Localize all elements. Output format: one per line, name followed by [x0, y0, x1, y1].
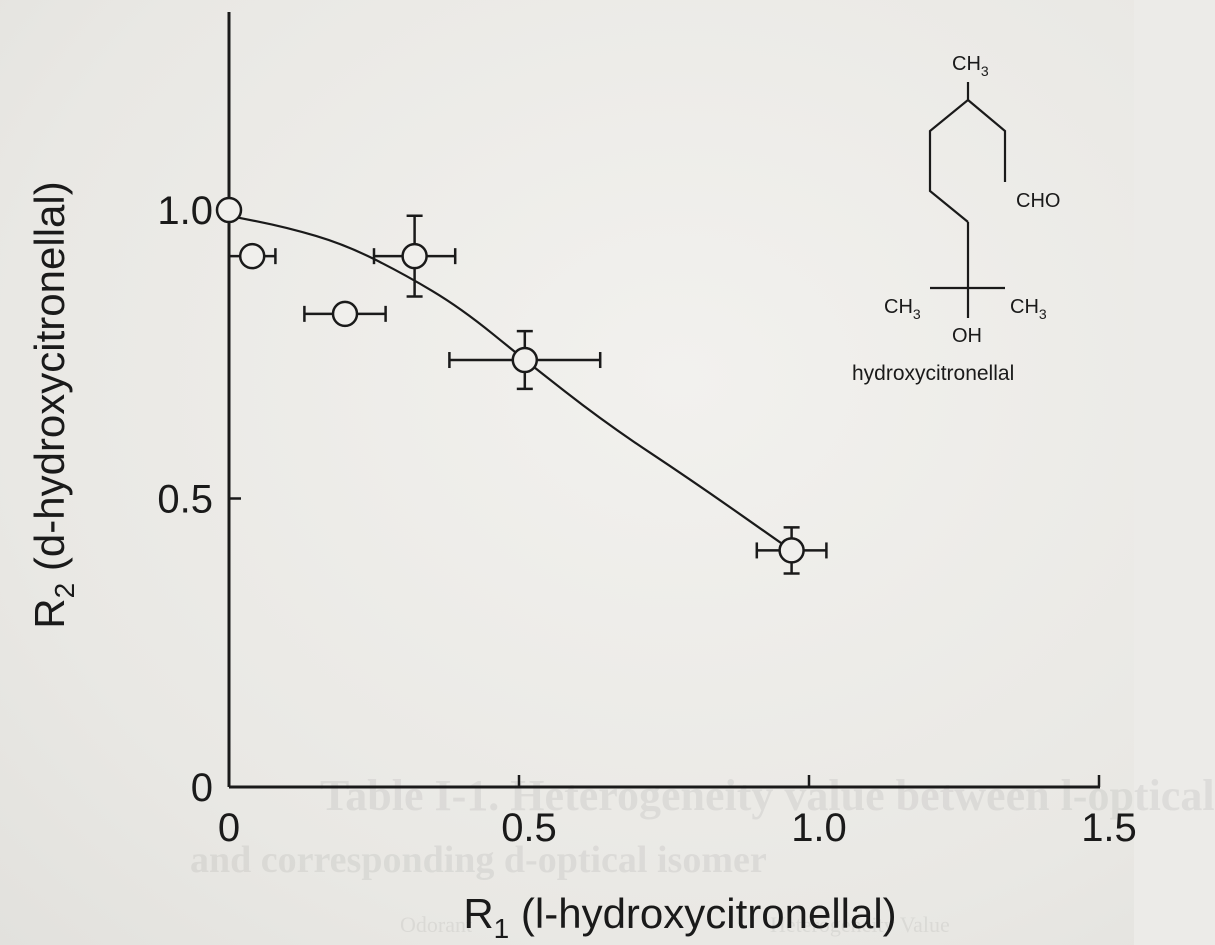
fit-curve: [228, 214, 793, 552]
x-tick-label: 1.0: [791, 806, 847, 850]
data-points: [215, 196, 805, 564]
y-tick-label: 0: [191, 766, 213, 810]
data-point: [401, 242, 428, 270]
structure-aldehyde-label: CHO: [1016, 190, 1060, 212]
axes: [227, 12, 1100, 789]
x-axis-title-text: (l-hydroxycitronellal): [509, 890, 896, 937]
y-axis-title-subscript: 2: [49, 583, 80, 599]
structure-right-methyl: CH3: [1010, 296, 1047, 322]
bleed-through-table-heading: Table I-1. Heterogeneity value between l…: [320, 771, 1215, 820]
error-bars: [227, 214, 828, 575]
data-point: [215, 196, 243, 224]
bleed-through-table-subheading: and corresponding d-optical isomer: [190, 839, 767, 881]
structure-name: hydroxycitronellal: [852, 362, 1014, 385]
fit-curve-group: [228, 214, 793, 552]
x-tick-label: 0.5: [501, 806, 557, 850]
y-axis-title: R2 (d-hydroxycitronellal): [26, 181, 80, 628]
data-point: [778, 537, 805, 564]
bleed-through-column-odorant: Odorant: [400, 912, 473, 937]
structure-hydroxyl-label: OH: [952, 325, 982, 347]
x-ticks: 0 0.5 1.0 1.5: [218, 775, 1137, 850]
structure-bond-chain-left: [928, 82, 970, 223]
data-point: [511, 346, 539, 374]
y-tick-label: 0.5: [157, 478, 213, 522]
structure-left-methyl: CH3: [884, 296, 921, 322]
hydroxycitronellal-structure: CH3 CHO CH3 CH3 OH hydroxycitronellal: [852, 53, 1060, 385]
y-tick-label: 1.0: [157, 189, 213, 233]
x-tick-label: 1.5: [1081, 806, 1137, 850]
y-axis-title-main: R: [26, 598, 73, 628]
structure-top-methyl: CH3: [952, 53, 989, 79]
structure-bond-aldehyde: [967, 99, 1007, 182]
x-axis-title-subscript: 1: [494, 913, 510, 944]
x-tick-label: 0: [218, 806, 240, 850]
data-point: [331, 300, 359, 328]
data-point: [238, 242, 266, 270]
y-ticks: 0 0.5 1.0: [157, 189, 241, 810]
x-axis-title-main: R: [463, 890, 493, 937]
x-axis-title: R1 (l-hydroxycitronellal): [463, 890, 896, 944]
y-axis-title-text: (d-hydroxycitronellal): [26, 181, 73, 582]
bleed-through-column-heterogeneity: Heterogeneity Value: [770, 912, 950, 937]
